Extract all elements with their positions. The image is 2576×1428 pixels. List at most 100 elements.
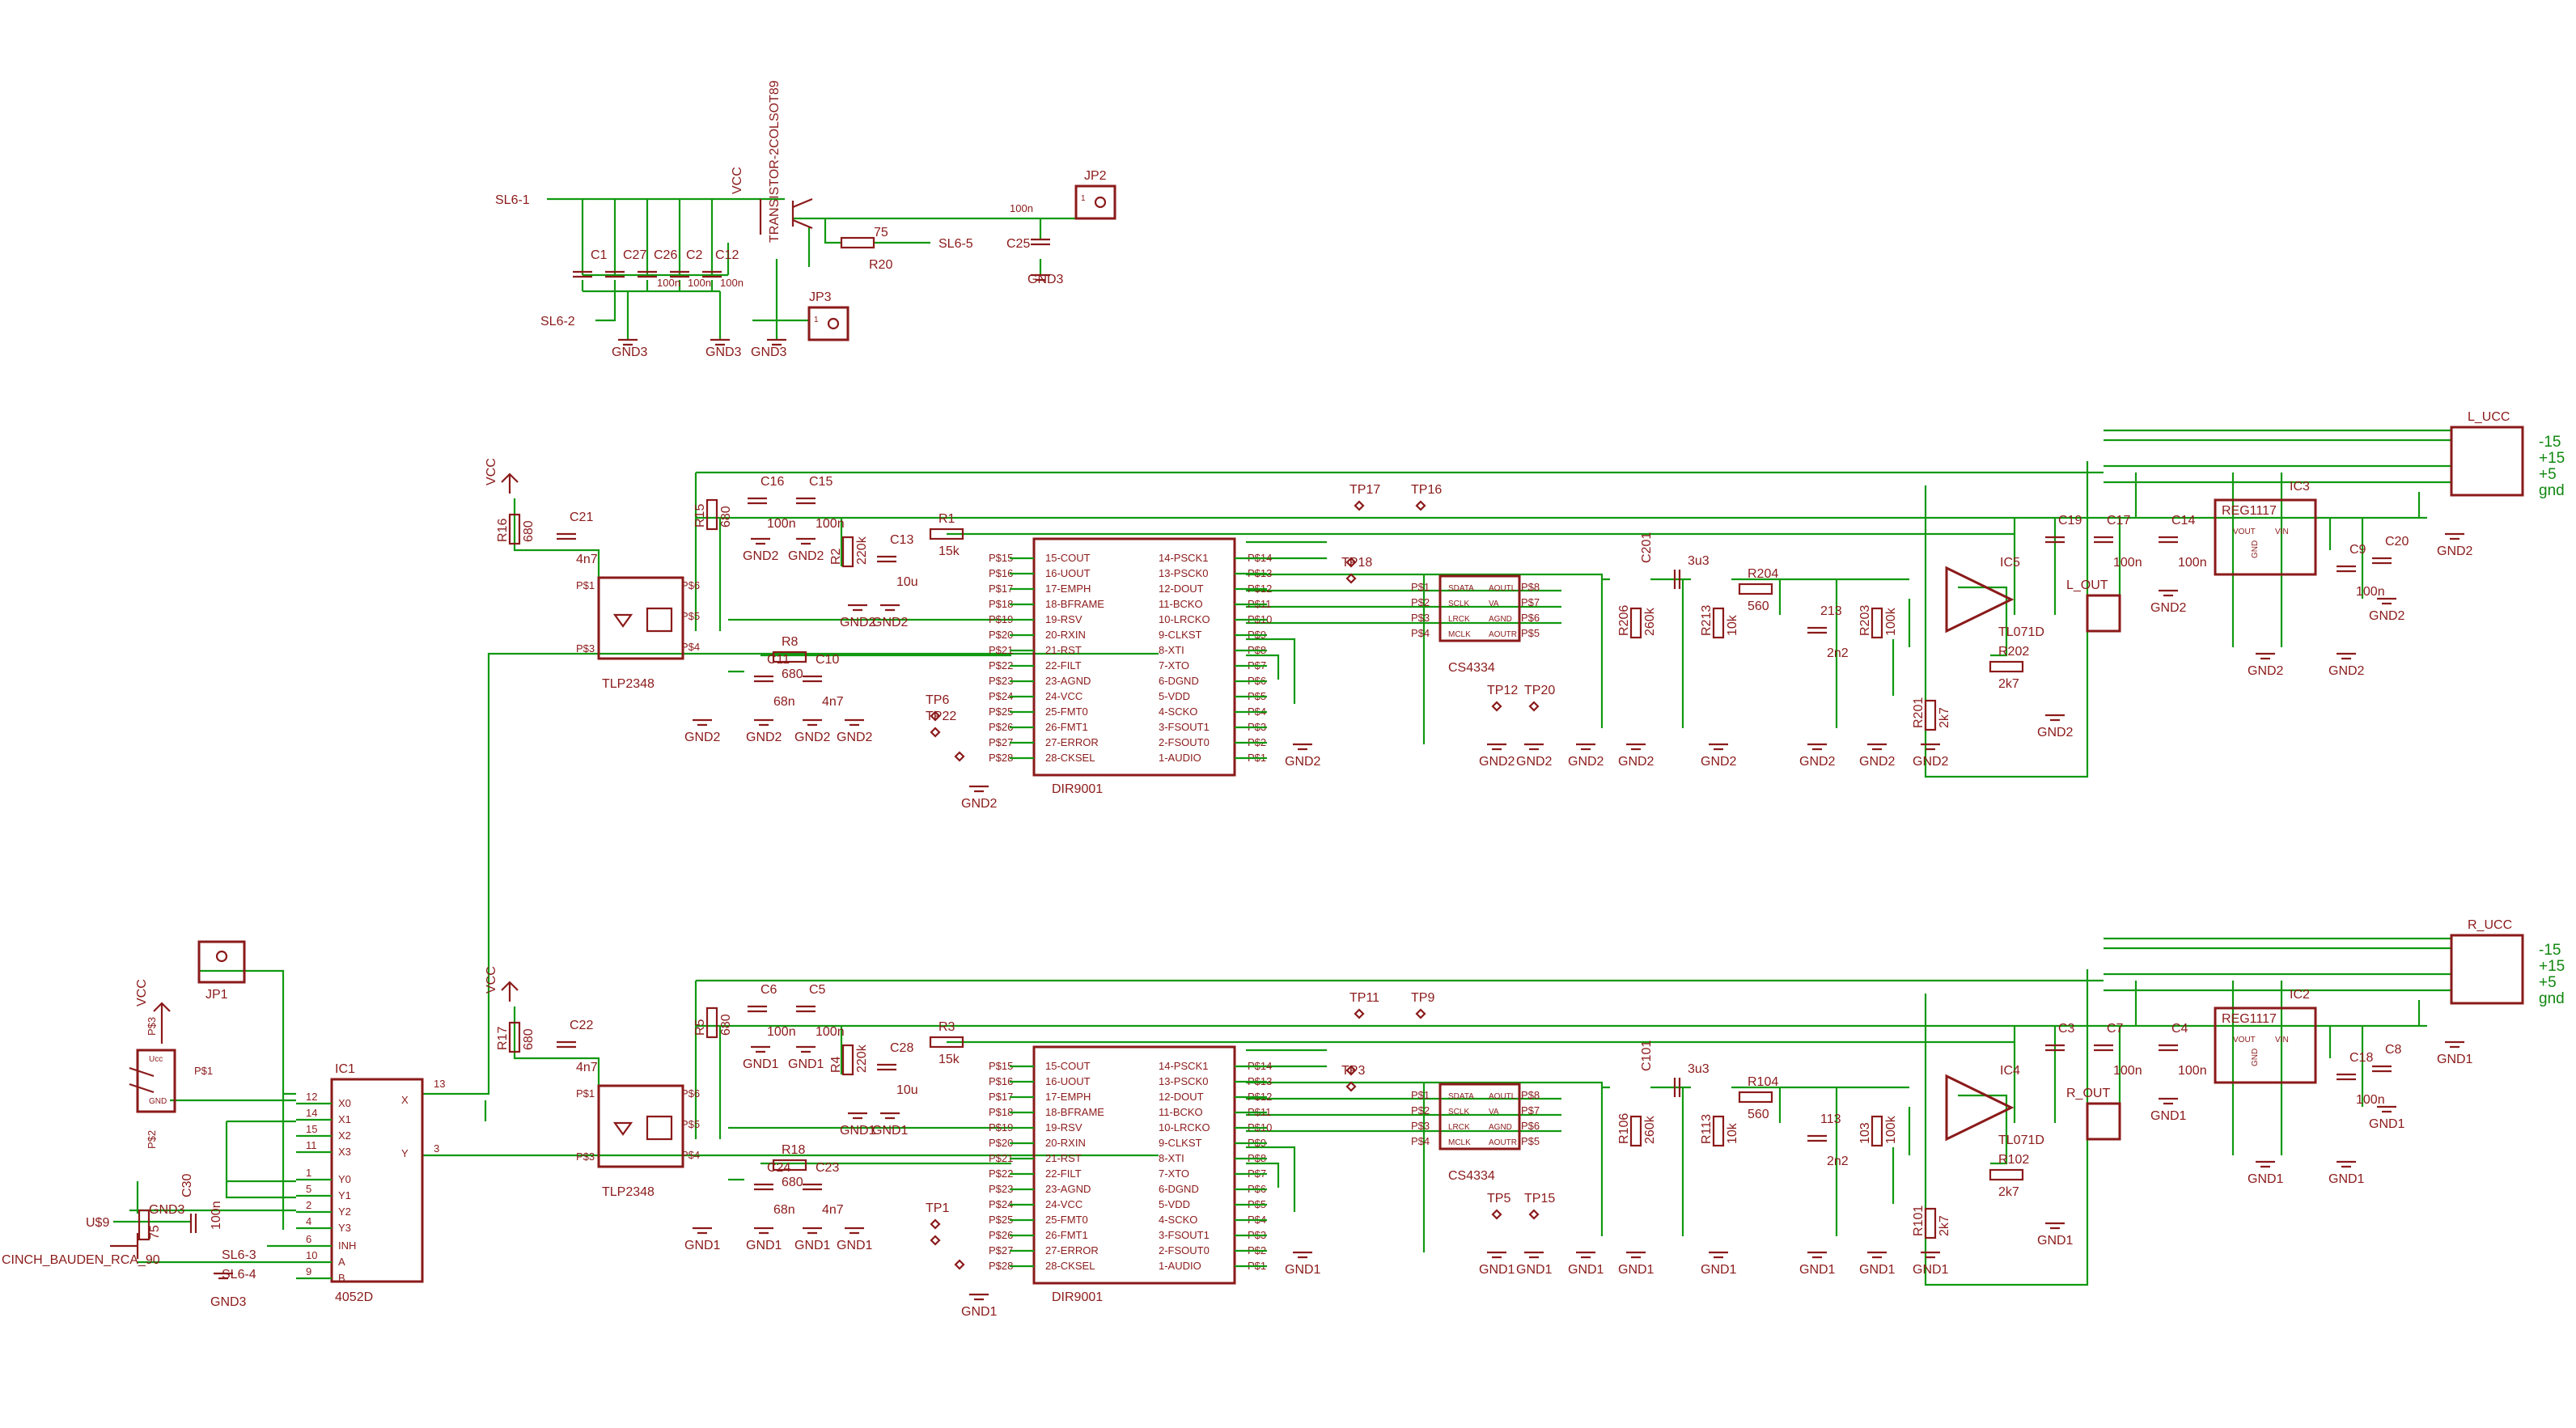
- regulator-body: [2214, 1006, 2317, 1084]
- test-point-h: TP5: [1487, 1192, 1510, 1220]
- label-sl6-1: SL6-1: [495, 193, 530, 207]
- regulator-part: REG1117: [2222, 1012, 2277, 1026]
- capacitor-value: 10u: [896, 1083, 918, 1097]
- ic1-4052d: IC1 4052D X Y 13 3 X012X114X215X311Y01Y1…: [296, 1062, 445, 1304]
- dir9001-pin-right: 2-FSOUT0: [1159, 736, 1210, 748]
- resistor-name: R202: [1998, 645, 2029, 659]
- ic1-pin-number: 12: [306, 1091, 317, 1103]
- capacitor-plates: [803, 675, 822, 683]
- resistor-value: 220k: [855, 1044, 869, 1073]
- capacitor-value: 10u: [896, 575, 918, 589]
- ground-pll-1: GND2: [746, 718, 782, 744]
- capacitor-value: 3u3: [1688, 1062, 1710, 1076]
- test-point-label: TP5: [1487, 1192, 1510, 1206]
- resistor-body: [772, 650, 807, 663]
- resistor-body: [1738, 583, 1773, 595]
- resistor-body: [1712, 607, 1725, 639]
- capacitor-reg-in: C8: [2372, 1043, 2402, 1073]
- dir9001-pin-right: 3-FSOUT1: [1159, 721, 1210, 733]
- resistor-value: 260k: [1643, 607, 1657, 636]
- ground-mark: [1867, 743, 1887, 751]
- capacitor-value: 100n: [2113, 1064, 2142, 1078]
- ground-label: GND1: [840, 1124, 876, 1138]
- capacitor-value: 4n7: [822, 1203, 844, 1217]
- regulator-part: REG1117: [2222, 504, 2277, 518]
- test-point-c: [1345, 557, 1357, 568]
- svg-text:JP1: JP1: [205, 988, 228, 1002]
- vcc-symbol: VCC: [485, 966, 519, 1002]
- dir9001-ps-left: P$25: [989, 1214, 1013, 1226]
- ic1-pin-number: 14: [306, 1107, 317, 1119]
- cs4334-pin-left: LRCK: [1448, 1123, 1470, 1132]
- ground-mark: [803, 718, 822, 727]
- capacitor-name: C7: [2107, 1022, 2124, 1036]
- capacitor-plates: [557, 1040, 576, 1049]
- capacitor-value: 100n: [767, 1025, 796, 1039]
- ground-c15: GND2: [788, 537, 824, 563]
- test-point-marker: [1345, 573, 1357, 584]
- svg-text:3: 3: [434, 1142, 439, 1155]
- optocoupler-pin: P$5: [681, 1118, 700, 1130]
- resistor-name: R15: [693, 504, 707, 528]
- ground-opto: GND2: [684, 718, 721, 744]
- resistor-name: R201: [1912, 697, 1926, 728]
- capacitor-value: 100n: [2113, 556, 2142, 570]
- ground-mark: [1921, 1251, 1940, 1259]
- resistor-body: [1924, 699, 1937, 731]
- ground-mark: [693, 718, 712, 727]
- ground-label: GND2: [743, 549, 779, 563]
- ground-reg-3: GND2: [2369, 597, 2405, 623]
- capacitor-name: C8: [2385, 1043, 2402, 1057]
- dir9001-pin-right: 13-PSCK0: [1159, 1075, 1208, 1087]
- dir9001-pin-left: 15-COUT: [1045, 552, 1091, 564]
- dir9001-ps-left: P$17: [989, 583, 1013, 595]
- resistor-body: [1871, 607, 1883, 639]
- cs4334-part: CS4334: [1448, 661, 1495, 675]
- ground-supply-1: GND1: [2150, 1097, 2187, 1123]
- vcc-symbol-top: VCC: [731, 167, 762, 235]
- capacitor-name: C20: [2385, 535, 2409, 549]
- test-point-d: TP18: [1341, 556, 1372, 584]
- ground-mark: [1807, 743, 1827, 751]
- ground-label: GND2: [1913, 755, 1949, 769]
- capacitor-name: C3: [2058, 1022, 2075, 1036]
- supply-rail-label: +15: [2539, 450, 2565, 467]
- resistor-value: 680: [782, 1176, 803, 1189]
- test-point-d: TP3: [1341, 1064, 1365, 1092]
- dir9001-ps-left: P$26: [989, 1229, 1013, 1241]
- capacitor-name: C28: [890, 1041, 913, 1055]
- ground-opamp: GND2: [1913, 743, 1949, 769]
- resistor-name: R106: [1617, 1113, 1631, 1144]
- svg-text:JP3: JP3: [809, 290, 832, 304]
- dir9001-ps-left: P$26: [989, 721, 1013, 733]
- resistor-body: [1989, 660, 2024, 673]
- capacitor-plates: [877, 1063, 896, 1071]
- dir9001-pin-right: 10-LRCKO: [1159, 1121, 1210, 1134]
- dir9001-pin-right: 10-LRCKO: [1159, 613, 1210, 625]
- test-point-label: TP17: [1349, 483, 1380, 497]
- label-sl6-3: SL6-3: [222, 1248, 256, 1262]
- cs4334-body: [1438, 1083, 1521, 1150]
- cs4334-ps-left: P$2: [1411, 1104, 1430, 1117]
- dir9001-ps-left: P$22: [989, 659, 1013, 672]
- ground-reg-2: GND1: [2328, 1160, 2365, 1186]
- ground-c15: GND1: [788, 1045, 824, 1071]
- ground-mark: [754, 1227, 773, 1235]
- ground-mark: [796, 537, 816, 545]
- capacitor-name: C18: [2349, 1051, 2373, 1065]
- dir9001-pin-right: 11-BCKO: [1159, 1106, 1203, 1118]
- svg-text:C30: C30: [180, 1174, 194, 1197]
- dir9001-pin-right: 13-PSCK0: [1159, 567, 1208, 579]
- ground-cs-1: GND2: [1479, 743, 1515, 769]
- capacitor-plates: [754, 675, 773, 683]
